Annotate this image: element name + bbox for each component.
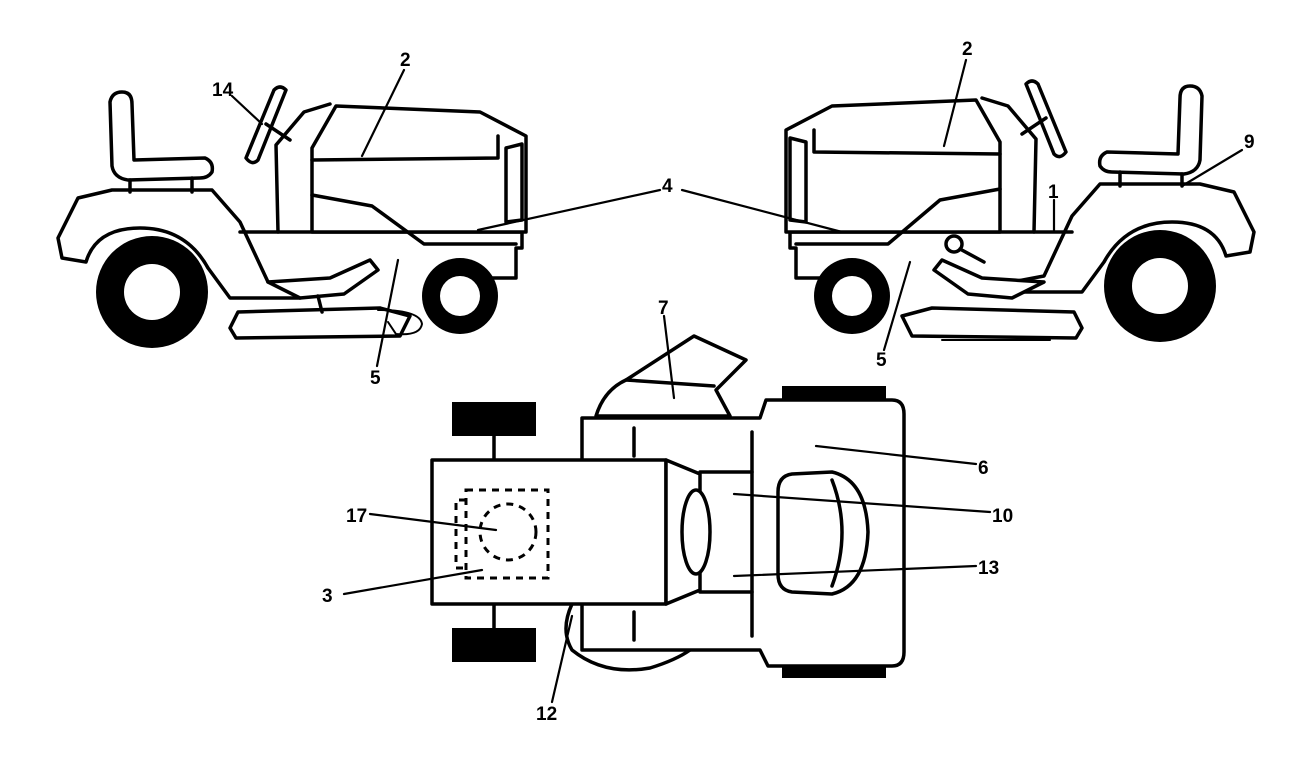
mower-deck — [228, 306, 412, 340]
engine-side-dashed — [454, 498, 466, 570]
footrest — [932, 258, 1046, 300]
air-filter-dashed — [478, 502, 538, 562]
chute-fold — [624, 378, 716, 388]
callout-3: 3 — [322, 586, 333, 607]
seat-top — [776, 470, 870, 596]
callout-13: 13 — [978, 558, 999, 579]
discharge-chute-loop — [377, 309, 424, 336]
rear-hub — [124, 264, 180, 320]
callout-14: 14 — [212, 80, 234, 101]
callout-10: 10 — [992, 506, 1013, 527]
seat — [1097, 84, 1204, 176]
seat-base — [128, 176, 194, 194]
mower-deck — [900, 306, 1084, 340]
callout-12: 12 — [536, 704, 557, 725]
console-top — [698, 470, 754, 594]
callout-labels: 14 2 2 4 5 5 1 9 7 6 10 13 17 3 12 — [212, 39, 1255, 725]
deck-outline — [564, 602, 692, 672]
hood — [784, 98, 1002, 234]
callout-7: 7 — [658, 298, 669, 319]
front-hub — [440, 276, 480, 316]
dash-console — [980, 96, 1038, 234]
front-hub — [832, 276, 872, 316]
rear-hub — [1132, 258, 1188, 314]
front-tire-bottom — [452, 628, 536, 662]
dash-console — [274, 102, 332, 234]
hood-side-panel — [794, 187, 1002, 246]
steering-column — [1020, 116, 1048, 136]
lift-lever — [958, 247, 986, 264]
hood — [310, 104, 528, 234]
tractor-right-side-view — [784, 79, 1256, 342]
seat — [108, 90, 215, 182]
callout-2-left: 2 — [400, 50, 411, 71]
footrest — [266, 258, 380, 300]
seat-back-top — [830, 478, 844, 588]
rear-tire-top — [782, 386, 886, 400]
callout-2-right: 2 — [962, 39, 973, 60]
steering-column — [264, 122, 292, 142]
callout-9: 9 — [1244, 132, 1255, 153]
tractor-left-side-view — [56, 85, 528, 348]
hood-side-panel — [310, 193, 518, 246]
leader-lines — [230, 58, 1244, 704]
hood-crease — [310, 134, 500, 162]
callout-6: 6 — [978, 458, 989, 479]
seat-base — [1118, 170, 1184, 188]
callout-17: 17 — [346, 506, 367, 527]
callout-5-right: 5 — [876, 350, 887, 371]
callout-1: 1 — [1048, 182, 1059, 203]
front-tire-top — [452, 402, 536, 436]
lift-lever-knob — [944, 234, 964, 254]
deck-hanger — [316, 294, 324, 314]
callout-5-left: 5 — [370, 368, 381, 389]
grille — [788, 136, 808, 224]
hood-crease — [812, 128, 1002, 156]
callout-4: 4 — [662, 176, 673, 197]
steering-wheel-top — [680, 488, 712, 576]
tractor-top-view — [430, 334, 906, 678]
engine-outline-dashed — [464, 488, 550, 580]
